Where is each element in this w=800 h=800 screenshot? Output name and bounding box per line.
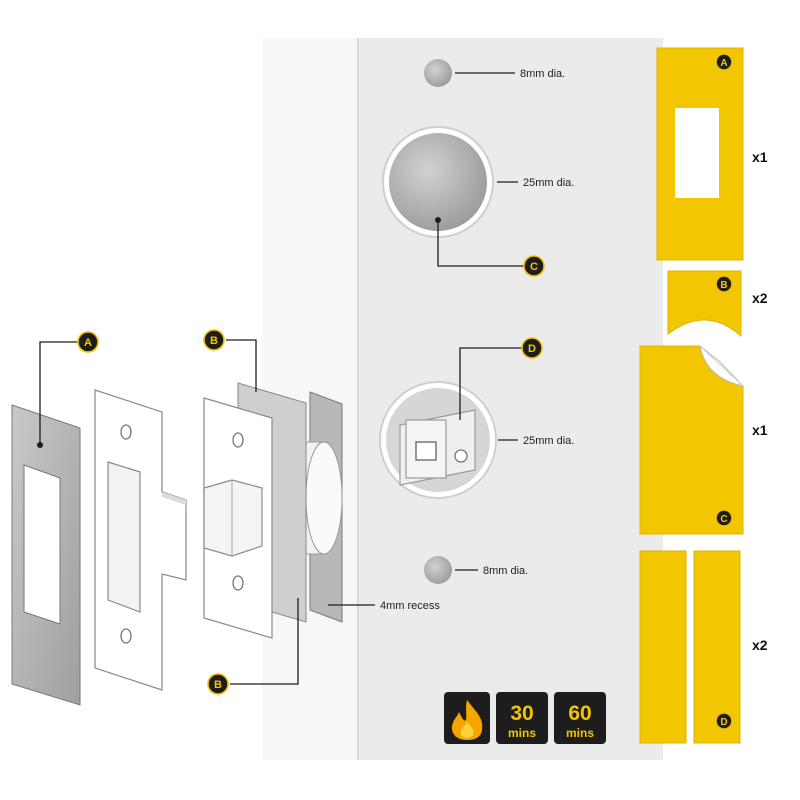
- fire-rating: 30 mins 60 mins: [444, 692, 606, 744]
- badge-a-gasket: A: [715, 53, 733, 71]
- leader-b-top: [226, 339, 257, 392]
- badge-c-gasket: C: [715, 509, 733, 527]
- badge-b-gasket: B: [715, 275, 733, 293]
- quantity-a: x1: [752, 149, 768, 165]
- badge-d-frame: D: [521, 337, 543, 359]
- svg-text:B: B: [720, 280, 727, 291]
- badge-b-bottom: B: [207, 673, 229, 695]
- hole-lower-large-label: 25mm dia.: [523, 435, 574, 447]
- rating-60-unit: mins: [566, 726, 594, 740]
- rating-30-number: 30: [510, 702, 533, 725]
- hole-top-small: 8mm dia.: [424, 59, 565, 87]
- hole-lower-large: 25mm dia.: [379, 381, 574, 499]
- leader-c: [437, 220, 524, 267]
- rating-30-tile: 30 mins: [496, 692, 548, 744]
- svg-text:C: C: [530, 261, 538, 273]
- recess-label: 4mm recess: [380, 600, 440, 612]
- gasket-piece-d: [639, 550, 741, 744]
- gasket-piece-c: [639, 344, 745, 535]
- gasket-piece-a: [656, 47, 744, 261]
- badge-a-left: A: [77, 331, 99, 353]
- svg-text:A: A: [84, 337, 92, 349]
- rating-60-tile: 60 mins: [554, 692, 606, 744]
- intumescent-plate-a: [11, 404, 81, 706]
- hole-upper-large-label: 25mm dia.: [523, 177, 574, 189]
- rating-60-number: 60: [568, 702, 591, 725]
- svg-text:C: C: [720, 514, 727, 525]
- striker-plate: [94, 389, 187, 691]
- badge-b-top: B: [203, 329, 225, 351]
- svg-text:A: A: [720, 58, 727, 69]
- badge-c-frame: C: [523, 255, 545, 277]
- badge-d-gasket: D: [715, 712, 733, 730]
- hole-upper-large: 25mm dia.: [382, 126, 574, 238]
- svg-text:B: B: [214, 679, 222, 691]
- latch-faceplate: [203, 397, 273, 639]
- rating-30-unit: mins: [508, 726, 536, 740]
- hole-bottom-small-label: 8mm dia.: [483, 565, 528, 577]
- svg-text:D: D: [528, 343, 536, 355]
- quantity-d: x2: [752, 637, 768, 653]
- quantity-c: x1: [752, 422, 768, 438]
- svg-text:B: B: [210, 335, 218, 347]
- hole-bottom-small: 8mm dia.: [424, 556, 528, 584]
- leader-a: [39, 341, 80, 445]
- leader-d: [459, 347, 522, 420]
- fire-icon-tile: [444, 692, 490, 744]
- hole-top-small-label: 8mm dia.: [520, 68, 565, 80]
- svg-text:D: D: [720, 717, 727, 728]
- leader-b-bottom: [230, 598, 299, 685]
- fire-icon: [451, 700, 483, 740]
- quantity-b: x2: [752, 290, 768, 306]
